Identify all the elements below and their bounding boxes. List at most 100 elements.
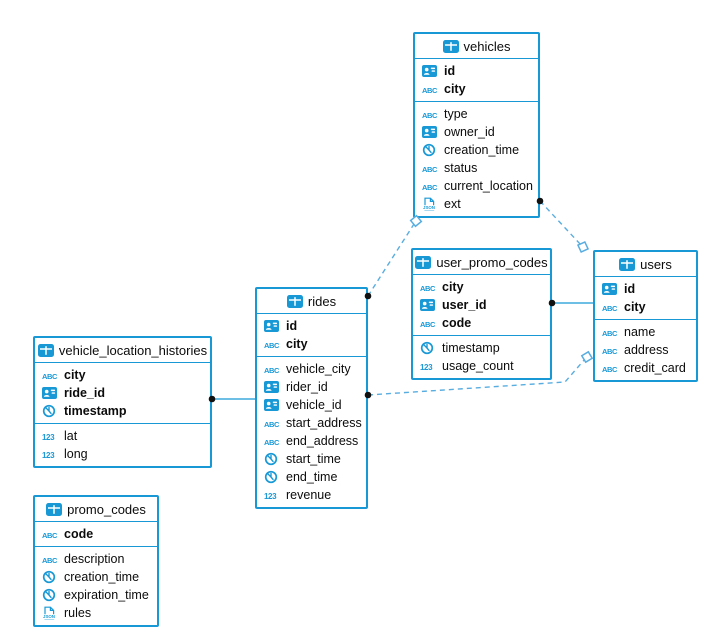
- field-row[interactable]: id: [257, 317, 366, 335]
- field-name: city: [444, 82, 466, 96]
- table-header[interactable]: promo_codes: [35, 497, 157, 522]
- field-row[interactable]: user_id: [413, 296, 550, 314]
- field-name: ext: [444, 197, 461, 211]
- clock-icon: [264, 452, 281, 466]
- svg-text:ABC: ABC: [42, 531, 58, 540]
- id-card-icon: [42, 387, 59, 399]
- field-name: end_time: [286, 470, 338, 484]
- table-header[interactable]: vehicle_location_histories: [35, 338, 210, 363]
- field-row[interactable]: timestamp: [35, 402, 210, 420]
- abc-icon: ABC: [602, 363, 619, 374]
- field-row[interactable]: vehicle_id: [257, 396, 366, 414]
- svg-text:ABC: ABC: [422, 165, 438, 174]
- field-name: vehicle_city: [286, 362, 351, 376]
- field-name: status: [444, 161, 478, 175]
- id-card-icon: [264, 320, 281, 332]
- field-row[interactable]: start_time: [257, 450, 366, 468]
- id-card-icon: [422, 126, 439, 138]
- clock-icon: [264, 470, 281, 484]
- id-card-icon: [420, 299, 437, 311]
- id-card-icon: [422, 65, 439, 77]
- clock-icon: [42, 404, 59, 418]
- field-row[interactable]: 123 lat: [35, 427, 210, 445]
- 123-icon: 123: [42, 431, 59, 442]
- table-header[interactable]: user_promo_codes: [413, 250, 550, 275]
- field-row[interactable]: 123 usage_count: [413, 357, 550, 375]
- svg-text:ABC: ABC: [42, 372, 58, 381]
- field-row[interactable]: creation_time: [415, 141, 538, 159]
- svg-text:JSON: JSON: [43, 614, 55, 619]
- field-row[interactable]: id: [595, 280, 696, 298]
- table-icon: [37, 343, 54, 357]
- table-icon: [619, 257, 636, 271]
- field-name: id: [286, 319, 298, 333]
- abc-icon: ABC: [602, 345, 619, 356]
- table-title: user_promo_codes: [436, 254, 548, 270]
- field-row[interactable]: ride_id: [35, 384, 210, 402]
- field-name: creation_time: [64, 570, 140, 584]
- field-row[interactable]: rider_id: [257, 378, 366, 396]
- field-name: usage_count: [442, 359, 514, 373]
- field-name: owner_id: [444, 125, 495, 139]
- field-name: type: [444, 107, 468, 121]
- abc-icon: ABC: [602, 327, 619, 338]
- field-row[interactable]: timestamp: [413, 339, 550, 357]
- field-name: long: [64, 447, 88, 461]
- field-name: user_id: [442, 298, 487, 312]
- svg-text:ABC: ABC: [422, 111, 438, 120]
- field-name: current_location: [444, 179, 533, 193]
- field-name: timestamp: [442, 341, 500, 355]
- abc-icon: ABC: [264, 418, 281, 429]
- field-row[interactable]: ABC status: [415, 159, 538, 177]
- field-row[interactable]: end_time: [257, 468, 366, 486]
- field-row[interactable]: owner_id: [415, 123, 538, 141]
- abc-icon: ABC: [264, 339, 281, 350]
- field-row[interactable]: id: [415, 62, 538, 80]
- svg-text:ABC: ABC: [420, 320, 436, 329]
- field-name: expiration_time: [64, 588, 149, 602]
- table-header[interactable]: users: [595, 252, 696, 277]
- table-header[interactable]: rides: [257, 289, 366, 314]
- field-row[interactable]: ABC type: [415, 105, 538, 123]
- table-title: rides: [307, 293, 337, 309]
- svg-text:123: 123: [42, 433, 55, 442]
- svg-text:ABC: ABC: [602, 347, 618, 356]
- abc-icon: ABC: [264, 436, 281, 447]
- field-name: vehicle_id: [286, 398, 342, 412]
- field-row[interactable]: creation_time: [35, 568, 157, 586]
- table-header[interactable]: vehicles: [415, 34, 538, 59]
- field-row[interactable]: expiration_time: [35, 586, 157, 604]
- table-title: vehicle_location_histories: [58, 342, 208, 358]
- 123-icon: 123: [420, 361, 437, 372]
- field-name: city: [442, 280, 464, 294]
- field-name: lat: [64, 429, 78, 443]
